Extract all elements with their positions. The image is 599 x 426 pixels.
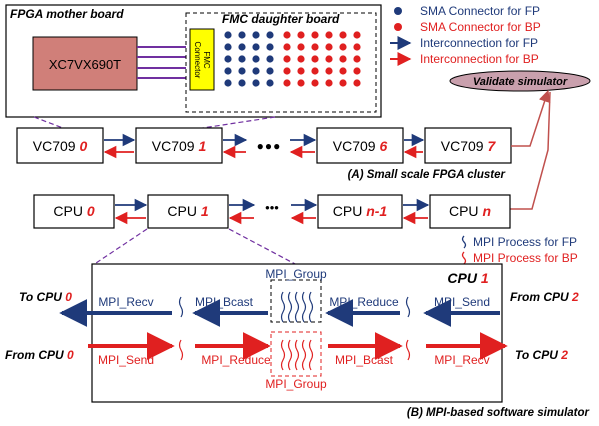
mpi-reduce-bp-label: MPI_Reduce (201, 353, 271, 367)
to-cpu2-label: To CPU 2 (515, 348, 568, 362)
to-cpu0-label: To CPU 0 (19, 290, 72, 304)
from-cpu0-label: From CPU 0 (5, 348, 74, 362)
fmc-daughter-board-label: FMC daughter board (222, 12, 340, 26)
mpi-process-waves (178, 291, 411, 371)
legend-sma-fp-marker (394, 7, 402, 15)
legend-sma-bp: SMA Connector for BP (420, 20, 541, 34)
chip-connector-traces (137, 46, 190, 79)
sma-fp-dots (224, 31, 274, 87)
mpi-bcast-bp-label: MPI_Bcast (335, 353, 394, 367)
mpi-group-top-label: MPI_Group (265, 267, 327, 281)
from-cpu2-label: From CPU 2 (510, 290, 579, 304)
cluster-caption: (A) Small scale FPGA cluster (348, 169, 506, 181)
cpu-node-1 (147, 194, 229, 229)
mpi-recv-fp-label: MPI_Recv (98, 295, 153, 309)
cpu-node-0 (33, 194, 115, 229)
mpi-recv-bp-label: MPI_Recv (434, 353, 489, 367)
cpu-node-n-1 (317, 194, 403, 229)
cpu-node-n-label: CPU n (449, 203, 491, 219)
fmc-connector (189, 28, 215, 91)
mpi-group-box-bp (270, 331, 322, 377)
cpu-ellipsis: ••• (265, 200, 279, 215)
validate-link-vc709 (511, 89, 551, 147)
vc709-node-0-label: VC709 0 (33, 138, 88, 154)
mpi-group-bottom-label: MPI_Group (265, 377, 327, 391)
zoom-line-cpu-right (228, 228, 298, 266)
mpi-bcast-fp-label: MPI_Bcast (195, 295, 254, 309)
fmc-connector-label: FMC Connector (193, 42, 211, 79)
vc709-ellipsis: ●●● (257, 139, 282, 153)
legend-sma-bp-marker (394, 23, 402, 31)
mpi-process-legend: MPI Process for FP MPI Process for BP (461, 235, 578, 265)
fpga-chip-label: XC7VX690T (49, 57, 121, 72)
bp-waves (178, 339, 411, 371)
legend: SMA Connector for FP SMA Connector for B… (390, 4, 541, 66)
cpu-row: CPU 0 CPU 1 ••• CPU n-1 CPU n (33, 194, 511, 229)
legend-mpi-fp: MPI Process for FP (473, 235, 577, 249)
mpi-send-fp-label: MPI_Send (434, 295, 490, 309)
vc709-node-1-label: VC709 1 (152, 138, 207, 154)
cpu-node-n (429, 194, 511, 229)
cpu-node-n-1-label: CPU n-1 (333, 203, 388, 219)
fp-waves (178, 291, 411, 323)
zoom-line-cpu-left (92, 228, 148, 266)
mpi-group-box-fp (270, 279, 322, 323)
validate-link-cpu (510, 91, 551, 210)
svg-text:FMC: FMC (202, 51, 211, 69)
vc709-node-7-label: VC709 7 (441, 138, 497, 154)
validate-simulator-ellipse (449, 70, 591, 92)
simulator-caption: (B) MPI-based software simulator (407, 407, 590, 419)
legend-mpi-bp: MPI Process for BP (473, 251, 578, 265)
vc709-node-6-label: VC709 6 (333, 138, 388, 154)
fpga-chip (32, 36, 138, 91)
cpu1-detail-title: CPU 1 (447, 270, 488, 286)
mpi-reduce-fp-label: MPI_Reduce (329, 295, 399, 309)
fmc-daughter-board (185, 12, 377, 113)
validate-simulator-label: Validate simulator (473, 76, 568, 88)
svg-text:Connector: Connector (193, 42, 202, 79)
vc709-node-7 (424, 127, 512, 164)
legend-inter-fp: Interconnection for FP (420, 36, 538, 50)
cpu-node-0-label: CPU 0 (53, 203, 94, 219)
vc709-node-6 (316, 127, 404, 164)
fpga-mother-board-label: FPGA mother board (10, 7, 124, 21)
vc709-row: VC709 0 VC709 1 ●●● VC709 6 VC709 7 (16, 127, 512, 164)
legend-sma-fp: SMA Connector for FP (420, 4, 540, 18)
vc709-node-1 (135, 127, 223, 164)
sma-connector-grid (224, 31, 361, 87)
vc709-node-0 (16, 127, 104, 164)
sma-bp-dots (283, 31, 361, 87)
cpu-node-1-label: CPU 1 (167, 203, 208, 219)
legend-inter-bp: Interconnection for BP (420, 52, 539, 66)
mpi-send-bp-label: MPI_Send (98, 353, 154, 367)
